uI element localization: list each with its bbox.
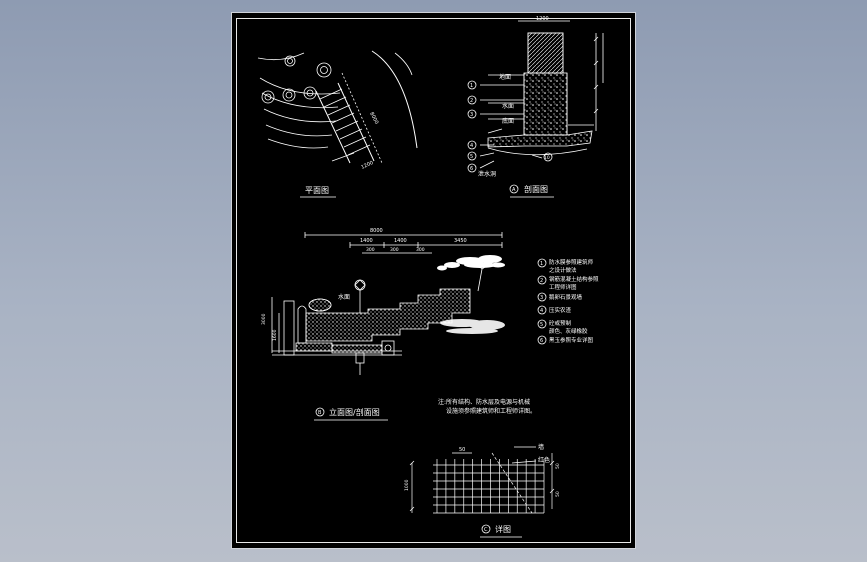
drawing-border: [236, 18, 631, 543]
detail-dim-right-a: 50: [555, 463, 561, 469]
elevation-note-line2: 设施须参照建筑师和工程师详图。: [446, 407, 536, 415]
svg-text:之设计做法: 之设计做法: [549, 266, 577, 274]
section-marker-3: 3: [467, 109, 477, 119]
tree-canopy: [437, 255, 505, 271]
svg-text:2: 2: [470, 98, 473, 104]
svg-text:鹅卵石景观墙: 鹅卵石景观墙: [549, 293, 583, 301]
elevation-view: [271, 232, 503, 375]
legend-item: 6 黑玉参照专业详图: [537, 335, 594, 345]
svg-text:2: 2: [540, 278, 543, 284]
svg-text:工程师详图: 工程师详图: [549, 283, 577, 291]
detail-label-wall: 墙: [538, 443, 544, 451]
section-label-ground: 地面: [499, 73, 511, 81]
plan-view: [257, 50, 418, 164]
svg-text:钢筋混凝土结构参照: 钢筋混凝土结构参照: [549, 275, 599, 283]
svg-text:C: C: [484, 527, 488, 533]
elevation-title-marker: B: [315, 407, 325, 417]
svg-text:5: 5: [470, 154, 473, 160]
section-label-water: 水面: [502, 102, 514, 110]
svg-text:1: 1: [540, 261, 543, 267]
elev-water-label: 水面: [338, 293, 350, 301]
svg-text:10: 10: [544, 155, 550, 161]
detail-title-marker: C: [481, 524, 491, 534]
elev-dim-total: 8000: [370, 228, 383, 234]
plan-dim-width: 1200: [360, 160, 374, 171]
svg-text:A: A: [512, 187, 516, 193]
elev-dim-b: 1400: [394, 238, 407, 244]
legend-item: 2 钢筋混凝土结构参照 工程师详图: [537, 275, 599, 291]
detail-title: 详图: [495, 524, 511, 534]
elev-dim-small-2: 300: [390, 247, 399, 253]
plan-title: 平面图: [305, 186, 329, 195]
elev-dim-a: 1400: [360, 238, 373, 244]
legend-item: 1 防水膜参照建筑师 之设计做法: [537, 258, 594, 274]
svg-text:6: 6: [540, 338, 543, 344]
legend-item: 3 鹅卵石景观墙: [537, 292, 583, 302]
elev-dim-c: 3450: [454, 238, 467, 244]
svg-text:黑玉参照专业详图: 黑玉参照专业详图: [549, 336, 594, 344]
svg-text:6: 6: [470, 166, 473, 172]
elev-dim-small-3: 300: [416, 247, 425, 253]
section-marker-1: 1: [467, 80, 477, 90]
section-drain-label: 泄水洞: [478, 170, 496, 178]
section-label-bottom: 底面: [502, 117, 514, 125]
section-title: 剖面图: [524, 184, 548, 194]
section-view: [479, 20, 604, 169]
svg-text:防水膜参照建筑师: 防水膜参照建筑师: [549, 258, 594, 266]
svg-text:3: 3: [470, 112, 473, 118]
section-marker-6: 6: [467, 163, 477, 173]
elevation-note-line1: 注:所有结构、防水层及电源与机械: [438, 398, 530, 406]
legend-item: 5 砼或预制 颜色、灰绿橡胶: [537, 319, 588, 335]
cad-drawing: 8000 1200 平面图: [257, 16, 604, 538]
plan-dim-length: 8000: [368, 111, 379, 125]
svg-text:颜色、灰绿橡胶: 颜色、灰绿橡胶: [549, 327, 588, 335]
elev-left-dim-2: 1600: [272, 329, 278, 341]
detail-dim-left: 1000: [404, 479, 410, 491]
svg-text:4: 4: [540, 308, 543, 314]
section-title-marker: A: [509, 184, 519, 194]
section-marker-10: 10: [543, 152, 553, 162]
section-marker-2: 2: [467, 95, 477, 105]
svg-text:3: 3: [540, 295, 543, 301]
detail-dim-top: 50: [459, 447, 465, 453]
detail-annotations: [409, 446, 555, 514]
svg-text:压实农渣: 压实农渣: [549, 306, 572, 314]
elev-dim-small-1: 300: [366, 247, 375, 253]
elev-left-dim-1: 3000: [261, 313, 267, 325]
legend: 1 防水膜参照建筑师 之设计做法 2 钢筋混凝土结构参照 工程师详图 3 鹅卵石…: [537, 258, 599, 345]
section-marker-4: 4: [467, 140, 477, 150]
detail-grid: [433, 459, 545, 514]
legend-item: 4 压实农渣: [537, 305, 572, 315]
svg-text:4: 4: [470, 143, 473, 149]
detail-label-red: 红色: [538, 456, 550, 464]
svg-text:砼或预制: 砼或预制: [549, 319, 572, 327]
shrub-mass: [440, 319, 505, 334]
svg-text:B: B: [318, 410, 322, 416]
section-dim-top: 1200: [536, 16, 549, 22]
detail-dim-right-b: 50: [555, 491, 561, 497]
svg-text:5: 5: [540, 322, 543, 328]
section-marker-5: 5: [467, 151, 477, 161]
svg-text:1: 1: [470, 83, 473, 89]
elevation-title: 立面图/剖面图: [329, 407, 380, 417]
drawing-sheet: 8000 1200 平面图: [231, 12, 636, 549]
